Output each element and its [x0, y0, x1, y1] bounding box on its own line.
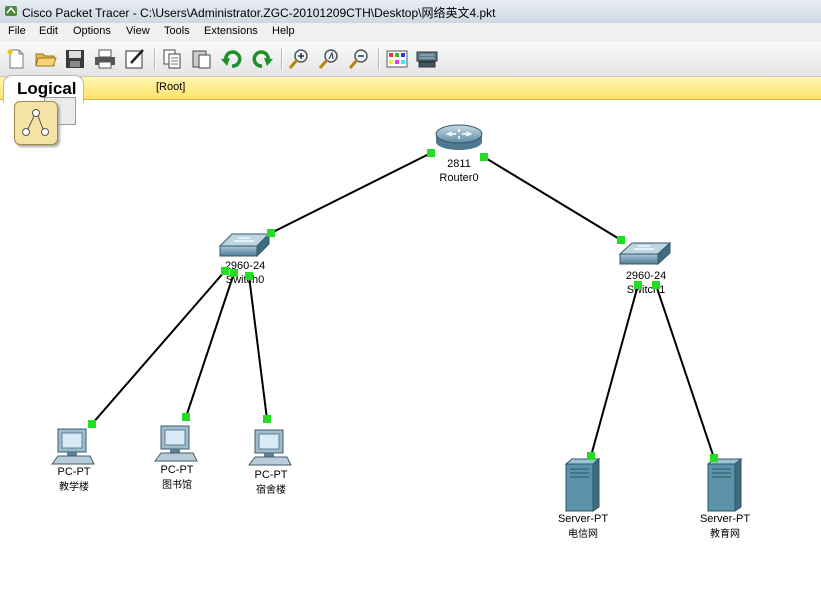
copy-icon[interactable]: [160, 47, 184, 71]
toolbar-separator: [378, 48, 380, 70]
router-name-label: Router0: [439, 172, 478, 184]
port-light: [710, 454, 718, 462]
menu-view[interactable]: View: [126, 25, 150, 37]
link-switch0-pc2[interactable]: [185, 272, 235, 418]
menu-help[interactable]: Help: [272, 25, 295, 37]
port-light: [587, 452, 595, 460]
paste-icon[interactable]: [190, 47, 214, 71]
logical-workspace-canvas[interactable]: 2811 Router0 2960-24 Switch0 2960-24 Swi…: [0, 100, 821, 593]
pc-icon[interactable]: [154, 425, 198, 462]
port-light: [230, 269, 238, 277]
redo-icon[interactable]: [250, 47, 274, 71]
zoom-in-icon[interactable]: [287, 47, 311, 71]
pc3-type-label: PC-PT: [255, 469, 288, 481]
cluster-view-icon[interactable]: [14, 101, 58, 145]
server1-name-label: 电信网: [568, 527, 598, 540]
toolbar-separator: [154, 48, 156, 70]
link-router0-switch0[interactable]: [270, 152, 432, 234]
network-links: [91, 152, 715, 459]
print-icon[interactable]: [93, 47, 117, 71]
pc1-name-label: 教学楼: [59, 480, 89, 493]
server2-type-label: Server-PT: [700, 513, 750, 525]
link-router0-switch1[interactable]: [483, 156, 622, 241]
palette-icon[interactable]: [385, 47, 409, 71]
breadcrumb[interactable]: [Root]: [156, 81, 186, 93]
save-icon[interactable]: [63, 47, 87, 71]
zoom-out-icon[interactable]: [347, 47, 371, 71]
new-file-icon[interactable]: [4, 47, 28, 71]
port-light: [617, 236, 625, 244]
switch0-device[interactable]: [218, 232, 271, 258]
menu-options[interactable]: Options: [73, 25, 111, 37]
port-light: [427, 149, 435, 157]
pc3-name-label: 宿舍楼: [256, 483, 286, 496]
pc2-type-label: PC-PT: [161, 464, 194, 476]
link-switch1-server2[interactable]: [655, 284, 715, 459]
menu-tools[interactable]: Tools: [164, 25, 190, 37]
topology-icon: [22, 109, 49, 136]
server-icon[interactable]: [707, 458, 742, 512]
menu-bar: File Edit Options View Tools Extensions …: [0, 23, 821, 42]
menu-file[interactable]: File: [8, 25, 26, 37]
logical-tab-label: Logical: [17, 79, 77, 98]
switch1-device[interactable]: [618, 241, 672, 266]
activity-wizard-icon[interactable]: [123, 47, 147, 71]
link-switch0-pc1[interactable]: [91, 270, 226, 425]
port-light: [652, 281, 660, 289]
server1-type-label: Server-PT: [558, 513, 608, 525]
server2-name-label: 教育网: [710, 527, 740, 540]
zoom-reset-icon[interactable]: [317, 47, 341, 71]
pc2-name-label: 图书馆: [162, 478, 192, 491]
link-status-lights: [88, 149, 718, 462]
pc-icon[interactable]: [248, 429, 292, 466]
custom-device-icon[interactable]: [415, 47, 439, 71]
switch1-model-label: 2960-24: [626, 270, 666, 282]
port-light: [88, 420, 96, 428]
menu-extensions[interactable]: Extensions: [204, 25, 258, 37]
packet-tracer-app-icon: [5, 6, 17, 16]
pc-icon[interactable]: [51, 428, 95, 465]
toolbar-separator: [281, 48, 283, 70]
window-title: Cisco Packet Tracer - C:\Users\Administr…: [22, 6, 496, 20]
server-icon[interactable]: [565, 458, 600, 512]
link-switch1-server1[interactable]: [590, 284, 639, 457]
port-light: [182, 413, 190, 421]
link-switch0-pc3[interactable]: [248, 275, 268, 420]
port-light: [245, 272, 253, 280]
workspace-bar: [0, 77, 821, 100]
port-light: [634, 281, 642, 289]
pc1-type-label: PC-PT: [58, 466, 91, 478]
router-model-label: 2811: [447, 158, 471, 170]
port-light: [263, 415, 271, 423]
toolbar: [0, 42, 821, 77]
port-light: [267, 229, 275, 237]
menu-edit[interactable]: Edit: [39, 25, 58, 37]
port-light: [221, 267, 229, 275]
open-folder-icon[interactable]: [34, 47, 58, 71]
title-bar: Cisco Packet Tracer - C:\Users\Administr…: [0, 0, 821, 24]
router-device[interactable]: [435, 124, 483, 150]
port-light: [480, 153, 488, 161]
undo-icon[interactable]: [220, 47, 244, 71]
logical-tab[interactable]: [3, 75, 84, 103]
